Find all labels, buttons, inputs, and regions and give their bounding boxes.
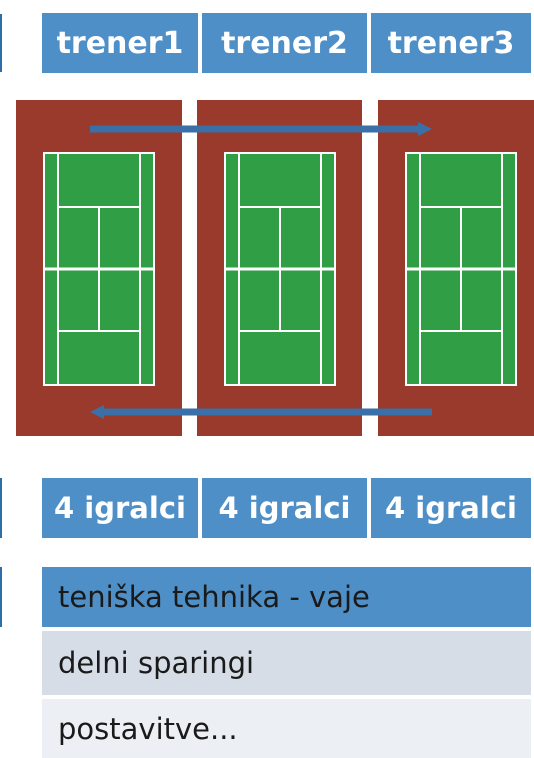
tennis-court-2: [197, 100, 362, 436]
tennis-court-icon: [43, 152, 155, 386]
tennis-court-icon: [405, 152, 517, 386]
tennis-court-1: [16, 100, 182, 436]
edge-mark: [0, 567, 2, 627]
trainer-header-2: trener2: [202, 13, 367, 73]
edge-mark: [0, 14, 2, 72]
activity-row-1: teniška tehnika - vaje: [42, 567, 531, 627]
player-count-3: 4 igralci: [371, 478, 531, 538]
tennis-court-3: [378, 100, 534, 436]
player-count-2: 4 igralci: [202, 478, 367, 538]
activity-row-3: postavitve...: [42, 699, 531, 758]
trainer-header-1: trener1: [42, 13, 198, 73]
tennis-court-icon: [224, 152, 336, 386]
trainer-header-3: trener3: [371, 13, 531, 73]
edge-mark: [0, 478, 2, 538]
player-count-1: 4 igralci: [42, 478, 198, 538]
activity-row-2: delni sparingi: [42, 631, 531, 695]
